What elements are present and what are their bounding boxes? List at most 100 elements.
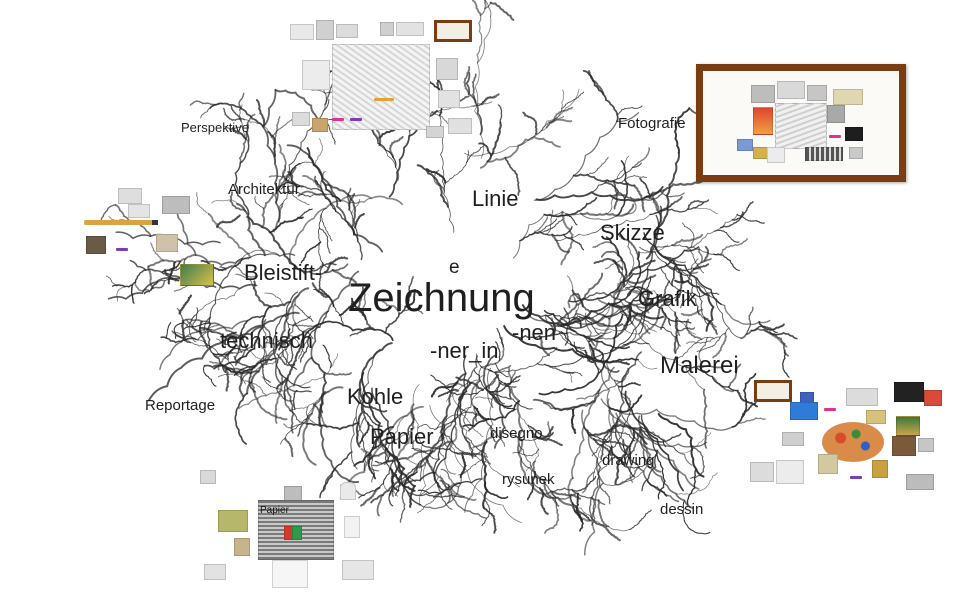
root-branch [223, 107, 245, 122]
word-bleistift[interactable]: Bleistift- [244, 260, 323, 285]
word-papier[interactable]: Papier [370, 424, 434, 449]
root-branch [577, 293, 611, 320]
root-branch [698, 336, 709, 364]
word-reportage[interactable]: Reportage [145, 397, 216, 414]
root-branch [417, 478, 483, 495]
root-branch [319, 451, 353, 499]
root-branch [439, 479, 451, 504]
cluster-photography-frame[interactable] [696, 64, 906, 182]
thumbnail-portrait [872, 460, 888, 478]
root-branch [567, 292, 579, 309]
root-branch [486, 121, 502, 163]
root-branch [536, 362, 575, 374]
word-malerei[interactable]: Malerei [660, 352, 739, 379]
root-branch [160, 336, 197, 344]
root-branch [490, 425, 506, 447]
root-branch [518, 443, 551, 499]
root-branch [169, 205, 250, 267]
thumbnail-sketch [156, 234, 178, 252]
root-branch [350, 348, 381, 470]
root-branch [527, 424, 554, 438]
root-branch [624, 433, 640, 461]
root-branch [254, 195, 265, 210]
root-branch [594, 521, 621, 542]
cluster-paper-bottom[interactable]: Papier [198, 468, 378, 592]
word-rysunek[interactable]: rysunek [502, 471, 555, 488]
root-branch [598, 438, 612, 458]
root-branch [234, 392, 249, 445]
root-branch [540, 218, 564, 233]
root-branch [388, 485, 395, 507]
thumbnail-photo-dark [845, 127, 863, 141]
cluster-drawings-top[interactable] [288, 18, 478, 138]
root-branch [736, 389, 759, 408]
root-branch [682, 499, 711, 535]
root-branch [597, 499, 610, 528]
thumbnail-sketch [340, 482, 356, 500]
word-technisch[interactable]: technisch [220, 328, 313, 353]
word-perspektive[interactable]: Perspektive [181, 120, 249, 135]
root-branch [628, 509, 652, 530]
root-branch [358, 388, 379, 438]
root-branch [383, 449, 432, 465]
word-nen[interactable]: -nen [512, 320, 557, 345]
root-branch [238, 372, 245, 398]
root-branch [183, 318, 243, 340]
word-e[interactable]: e [449, 257, 460, 278]
word-grafik[interactable]: Grafik [638, 286, 697, 311]
center-word[interactable]: Zeichnung [348, 276, 535, 320]
root-branch [236, 202, 266, 257]
cluster-pencil-left[interactable] [82, 184, 222, 288]
root-branch [609, 317, 659, 352]
root-branch [381, 300, 401, 315]
thumbnail-sketch [782, 432, 804, 446]
root-branch [195, 191, 210, 215]
root-branch [671, 233, 704, 247]
root-branch [545, 209, 554, 235]
word-architektur[interactable]: Architektur [228, 181, 300, 198]
root-branch [586, 273, 628, 362]
root-branch [147, 253, 197, 268]
root-branch [287, 315, 311, 326]
root-branch [272, 291, 311, 389]
root-branch [297, 208, 313, 219]
word-ner-in[interactable]: -ner_in [430, 338, 499, 363]
word-drawing[interactable]: drawing [602, 452, 655, 469]
thumbnail-photo [807, 85, 827, 101]
root-branch [483, 0, 492, 17]
cluster-painting-right[interactable] [746, 378, 946, 496]
root-branch [370, 467, 406, 504]
root-branch [668, 318, 692, 324]
word-linie[interactable]: Linie [472, 186, 519, 211]
word-fotografie[interactable]: Fotografie [618, 115, 686, 132]
root-branch [687, 258, 712, 282]
root-branch [608, 394, 643, 413]
root-branch [618, 234, 640, 260]
root-branch [361, 293, 367, 316]
root-branch [147, 324, 262, 402]
thumbnail-sketch [342, 560, 374, 580]
root-branch [353, 426, 394, 467]
root-branch [579, 203, 635, 217]
word-kohle[interactable]: Kohle [347, 384, 404, 409]
root-branch [233, 355, 256, 369]
root-branch [576, 374, 627, 400]
word-disegno[interactable]: disegno [490, 425, 543, 442]
root-branch [686, 338, 715, 344]
word-dessin[interactable]: dessin [660, 501, 704, 518]
root-branch [495, 362, 509, 378]
thumbnail-sketch [380, 22, 394, 36]
root-branch [592, 430, 614, 481]
root-branch [591, 496, 596, 526]
root-branch [607, 429, 636, 442]
word-skizze[interactable]: Skizze [600, 220, 665, 245]
root-branch [656, 299, 673, 320]
root-branch [203, 253, 296, 332]
root-branch [489, 1, 515, 21]
pencil-icon [84, 220, 158, 225]
root-branch [483, 0, 487, 10]
root-branch [693, 207, 718, 214]
root-branch [225, 249, 281, 270]
root-branch [600, 418, 619, 461]
root-branch [615, 160, 629, 217]
